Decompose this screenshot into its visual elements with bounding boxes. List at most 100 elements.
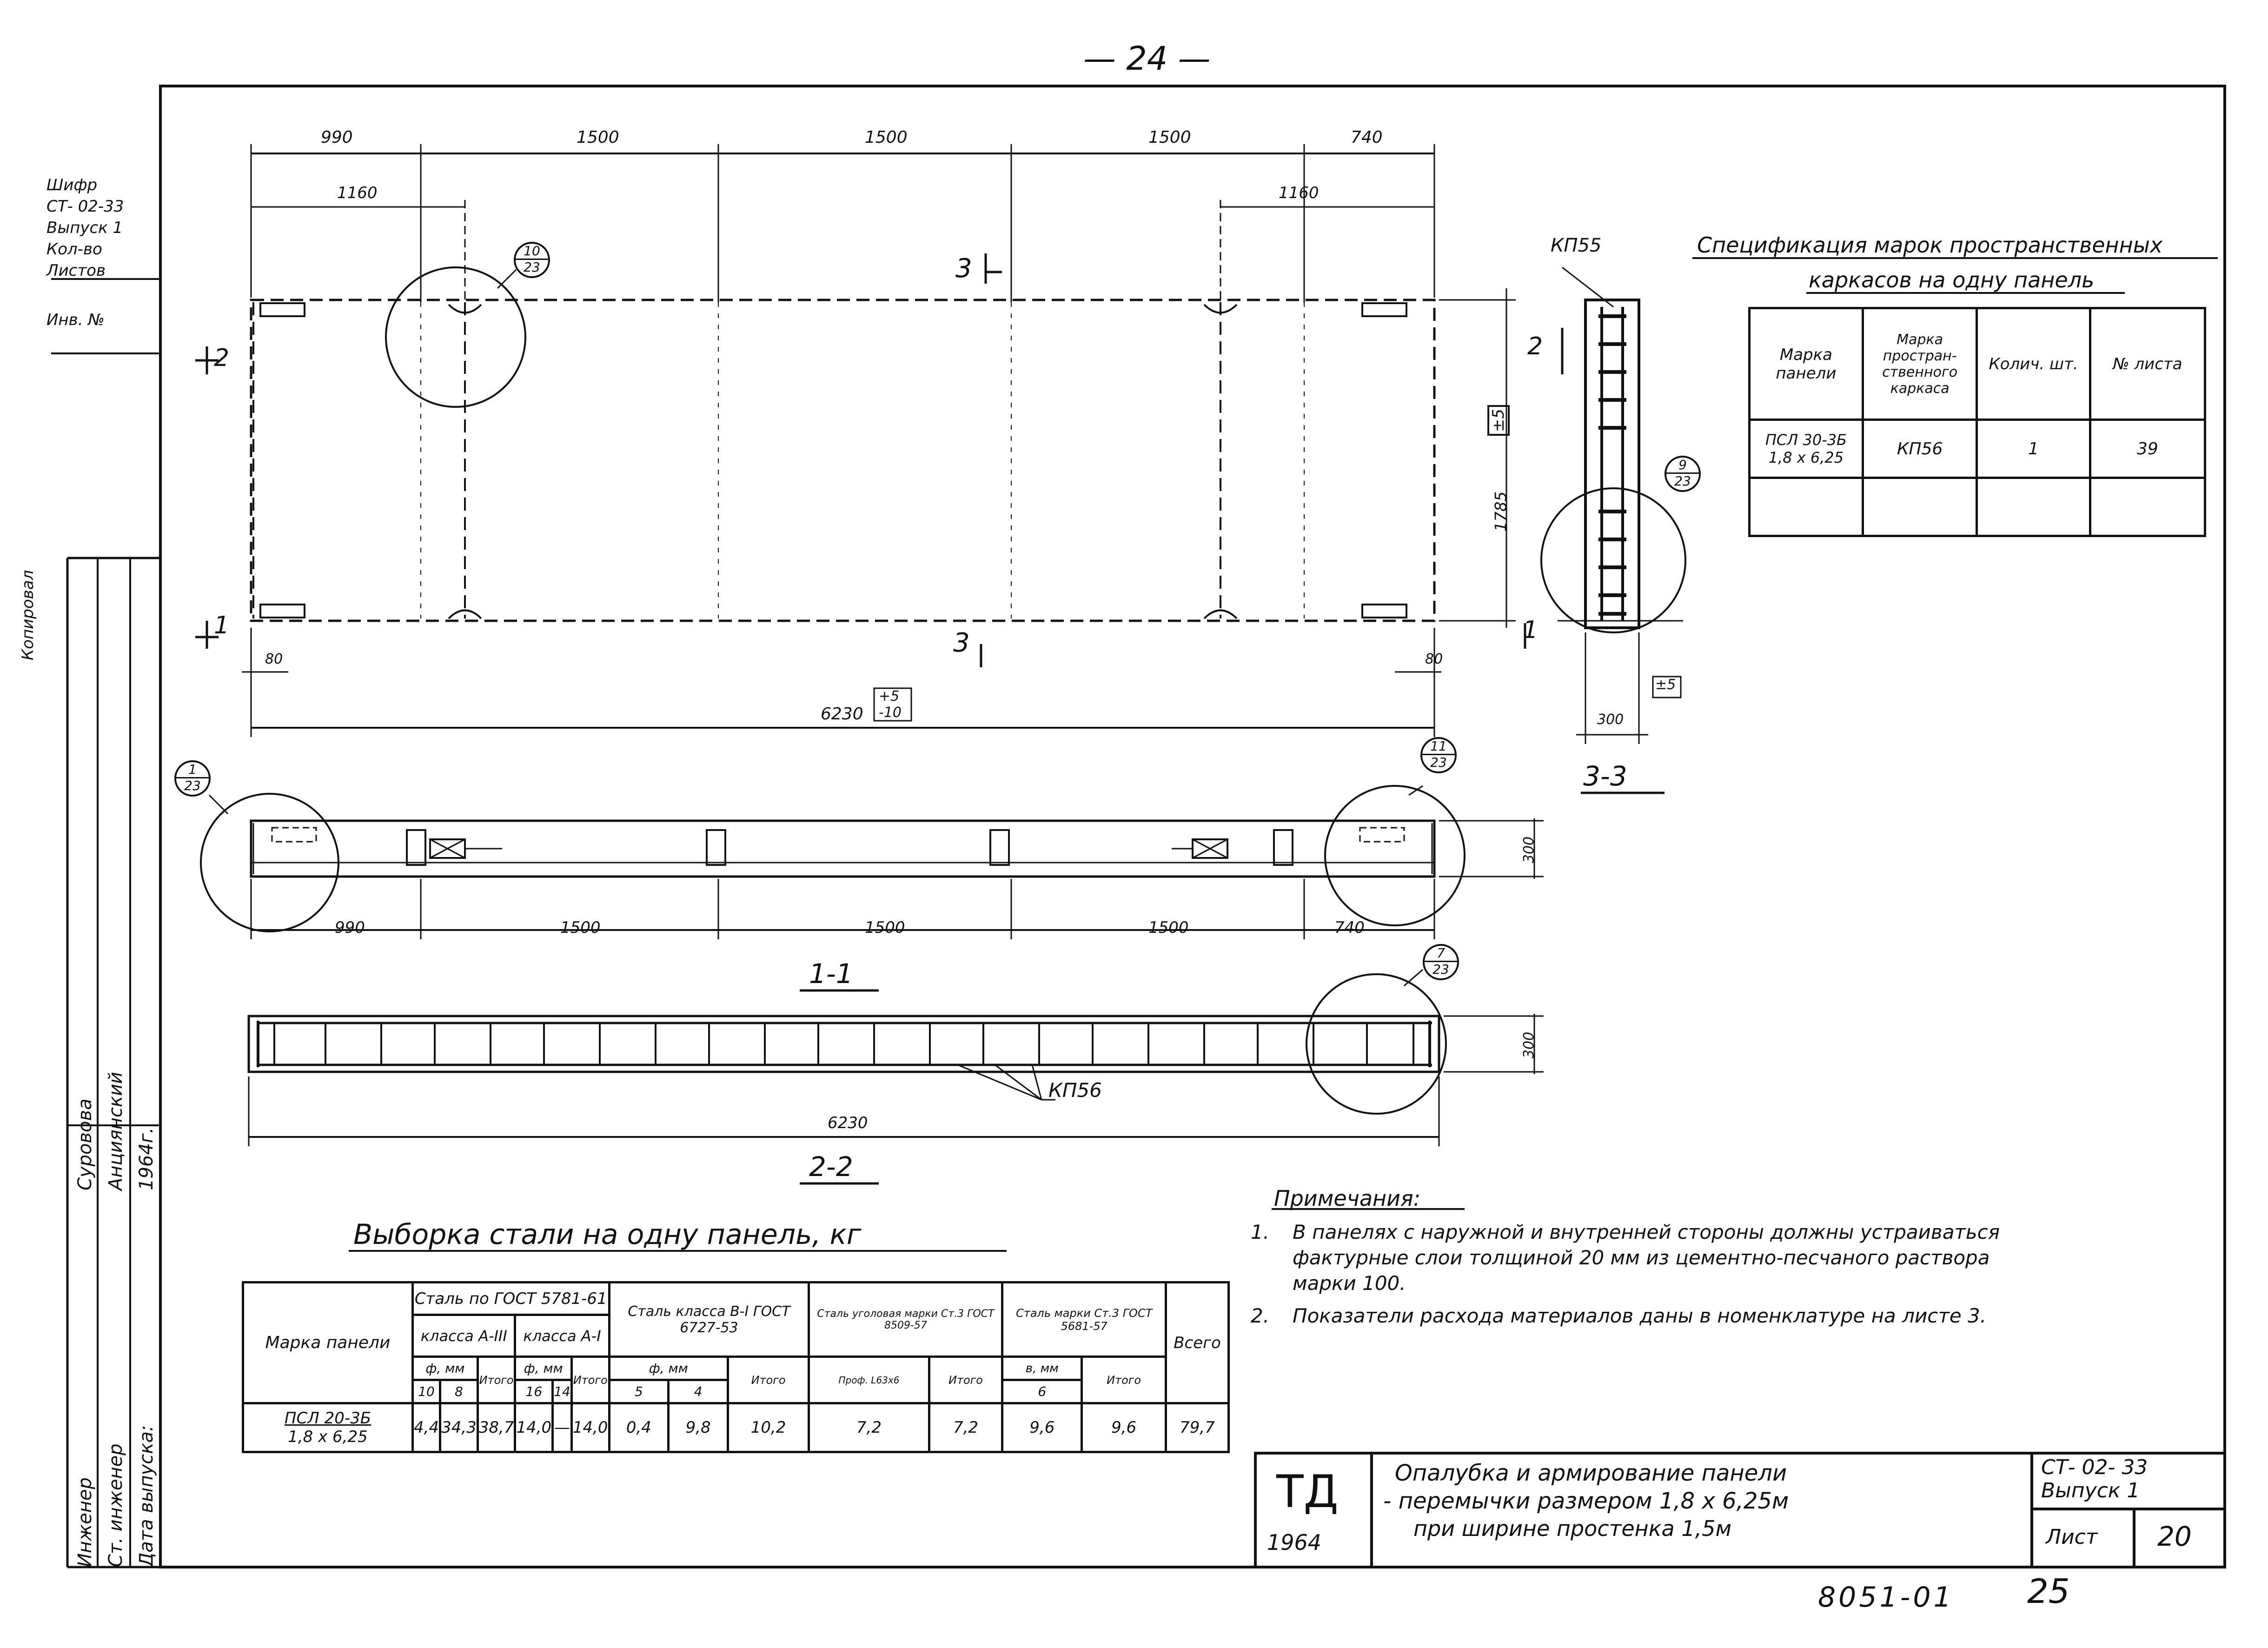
- callout-num: 11: [1422, 739, 1455, 755]
- s11-dim-1: 990: [335, 918, 365, 937]
- title-sheet-label: Лист: [2046, 1525, 2098, 1549]
- stamp-vertical-label: Копировал: [19, 570, 37, 660]
- role-issue-date: Дата выпуска:: [136, 1425, 157, 1567]
- page-number-top: — 24 —: [1083, 40, 1211, 78]
- steel-table: Марка панели Сталь по ГОСТ 5781-61 Сталь…: [242, 1281, 1230, 1453]
- plan-length-dim: 6230: [821, 704, 863, 724]
- plan-dim-5: 740: [1351, 128, 1383, 147]
- section33-mark-1: 1: [1523, 616, 1539, 644]
- sheet-frame: [159, 85, 2226, 1568]
- side-stamp: Шифр СТ- 02-33 Выпуск 1 Кол-во Листов Ин…: [46, 174, 158, 331]
- spec-panel-mark: ПСЛ 30-3Б: [1765, 431, 1847, 449]
- spec-cell: [1861, 477, 1978, 537]
- section-mark-3-bottom: 3: [953, 628, 970, 658]
- frame-label-kp55: КП55: [1551, 235, 1602, 256]
- spec-table-title-2: каркасов на одну панель: [1809, 267, 2095, 292]
- note-1-num: 1.: [1251, 1221, 1270, 1243]
- steel-value: 14,0: [514, 1402, 554, 1453]
- s11-dim-4: 1500: [1148, 918, 1189, 937]
- callout-sheet: 23: [184, 778, 201, 793]
- steel-h-itogo: Итого: [1081, 1356, 1167, 1404]
- title-sheet-number: 20: [2157, 1521, 2192, 1552]
- spec-table-title-1: Спецификация марок пространственных: [1697, 233, 2163, 258]
- steel-value: 10,2: [726, 1402, 810, 1453]
- plan-dim-4: 1500: [1148, 128, 1191, 147]
- steel-value: —: [551, 1402, 573, 1453]
- steel-h-st3: Сталь марки Ст.3 ГОСТ 5681-57: [1001, 1281, 1167, 1358]
- steel-sub: 10: [411, 1379, 442, 1404]
- s11-dim-3: 1500: [865, 918, 905, 937]
- s11-dim-5: 740: [1334, 918, 1365, 937]
- notes-title: Примечания:: [1274, 1186, 1421, 1211]
- title-line-1: Опалубка и армирование панели: [1395, 1460, 1787, 1486]
- signature-names: Суровова Анциянский 1964г.: [70, 1004, 162, 1190]
- callout-sheet: 23: [1674, 473, 1691, 489]
- steel-h-itogo: Итого: [928, 1356, 1004, 1404]
- section33-tol: ±5: [1655, 677, 1676, 693]
- frame-label-kp56: КП56: [1048, 1079, 1102, 1102]
- steel-sub: 16: [514, 1379, 554, 1404]
- spec-cell: 1: [1976, 419, 2091, 479]
- s11-title: 1-1: [809, 958, 853, 990]
- steel-h-mark: Марка панели: [242, 1281, 414, 1404]
- plan-edge-dim-right: 80: [1425, 651, 1443, 667]
- plan-edge-dim-left: 80: [265, 651, 283, 667]
- title-block-frame: [1254, 1452, 2226, 1568]
- steel-h-itogo: Итого: [570, 1356, 610, 1404]
- steel-h-phi: ф, мм: [411, 1356, 479, 1381]
- footer-doc-number: 8051-01: [1818, 1581, 1954, 1614]
- steel-h-itogo: Итого: [476, 1356, 517, 1404]
- s22-length-dim: 6230: [828, 1114, 868, 1132]
- callout-num: 10: [516, 244, 548, 260]
- note-1-line-3: марки 100.: [1293, 1272, 1406, 1295]
- callout-9: 9 23: [1665, 456, 1701, 492]
- title-line-2: - перемычки размером 1,8 х 6,25м: [1383, 1488, 1789, 1514]
- steel-h-b-mm: в, мм: [1001, 1356, 1083, 1381]
- steel-h-class-a1: класса А-I: [514, 1314, 610, 1358]
- steel-value: 79,7: [1165, 1402, 1230, 1453]
- note-1-line-2: фактурные слои толщиной 20 мм из цементн…: [1293, 1246, 1990, 1269]
- callout-num: 9: [1666, 458, 1699, 474]
- steel-value: 7,2: [928, 1402, 1004, 1453]
- callout-7: 7 23: [1423, 944, 1459, 980]
- spec-header: Колич. шт.: [1976, 307, 2091, 421]
- spec-header: Марка простран-ственного каркаса: [1861, 307, 1978, 421]
- s22-height-dim: 300: [1521, 1031, 1538, 1059]
- steel-value: 0,4: [608, 1402, 670, 1453]
- steel-value: 9,6: [1081, 1402, 1167, 1453]
- callout-num: 1: [176, 762, 209, 778]
- name-engineer: Суровова: [74, 1098, 96, 1190]
- steel-h-class-a3: класса А-III: [411, 1314, 517, 1358]
- spec-cell: КП56: [1861, 419, 1978, 479]
- steel-sub: 5: [608, 1379, 670, 1404]
- spec-cell: [2089, 477, 2207, 537]
- plan-dim-2: 1500: [577, 128, 619, 147]
- steel-value: 7,2: [808, 1402, 930, 1453]
- note-2-num: 2.: [1251, 1304, 1270, 1327]
- steel-h-phi: ф, мм: [514, 1356, 573, 1381]
- spec-panel-size: 1,8 х 6,25: [1768, 449, 1844, 466]
- steel-h-phi: ф, мм: [608, 1356, 729, 1381]
- spec-table: Марка панели Марка простран-ственного ка…: [1748, 307, 2207, 537]
- section33-title: 3-3: [1583, 760, 1627, 792]
- stamp-line: Кол-во Листов: [46, 240, 106, 280]
- callout-sheet: 23: [1432, 962, 1449, 977]
- note-1-line-1: В панелях с наружной и внутренней сторон…: [1293, 1221, 2000, 1243]
- spec-cell: 39: [2089, 419, 2207, 479]
- callout-sheet: 23: [1430, 755, 1447, 770]
- section33-width-dim: 300: [1597, 711, 1624, 728]
- steel-h-gost5781: Сталь по ГОСТ 5781-61: [411, 1281, 610, 1316]
- name-senior-engineer: Анциянский: [105, 1071, 126, 1190]
- steel-sub: 14: [551, 1379, 573, 1404]
- steel-h-angle: Сталь уголовая марки Ст.3 ГОСТ 8509-57: [808, 1281, 1004, 1358]
- steel-sub: 6: [1001, 1379, 1083, 1404]
- note-2-line-1: Показатели расхода материалов даны в ном…: [1293, 1304, 1987, 1327]
- spec-cell: [1976, 477, 2091, 537]
- steel-h-total: Всего: [1165, 1281, 1230, 1404]
- stamp-line: Выпуск 1: [46, 219, 123, 237]
- plan-height-tol: ±5: [1487, 405, 1510, 436]
- callout-num: 7: [1425, 946, 1457, 962]
- steel-value: 4,4: [411, 1402, 442, 1453]
- plan-dim-3: 1500: [865, 128, 908, 147]
- title-issue: Выпуск 1: [2041, 1479, 2140, 1502]
